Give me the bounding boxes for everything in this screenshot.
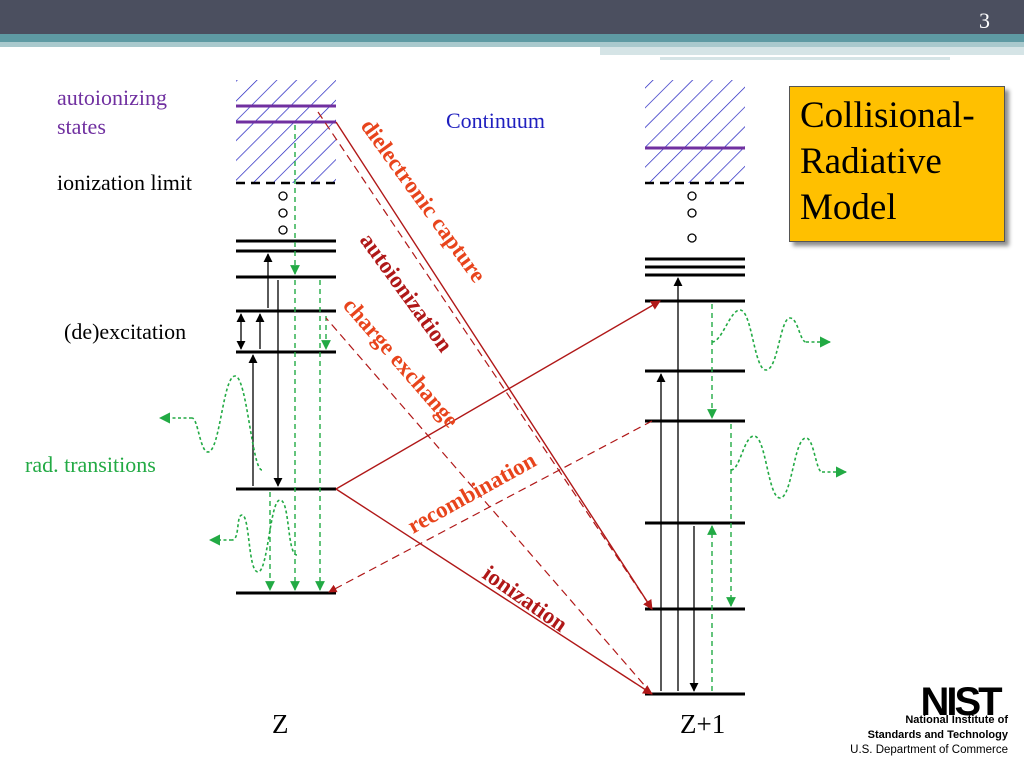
nist-logo: NIST	[920, 680, 1005, 718]
ionization-up-arrow	[335, 300, 661, 490]
label-de-excitation: (de)excitation	[64, 319, 186, 344]
radiative-arrows-z	[265, 125, 331, 591]
photon-wave-z-upper	[191, 375, 263, 471]
label-ionization: ionization	[478, 561, 572, 637]
radiative-arrows-z1	[707, 304, 736, 691]
label-ionization-limit: ionization limit	[57, 170, 192, 195]
excitation-arrows-z1	[656, 277, 699, 692]
nist-line-3: U.S. Department of Commerce	[850, 744, 1008, 756]
photon-wave-z1-upper	[711, 309, 807, 371]
header-bar	[0, 0, 1024, 34]
levels-z1	[645, 257, 745, 696]
photon-wave-z1-lower	[730, 435, 823, 499]
nist-logo-text: NIST	[920, 680, 1002, 718]
label-charge-exchange: charge exchange	[338, 293, 464, 432]
title-line-1: Collisional-	[800, 95, 975, 136]
continuum-hatch-z	[236, 80, 336, 183]
label-z1: Z+1	[680, 709, 725, 739]
rydberg-dots-z1	[687, 191, 697, 243]
continuum-hatch-z1	[645, 80, 745, 183]
excitation-arrows-z	[236, 253, 283, 487]
header-stripe-light	[0, 42, 1024, 47]
rydberg-dots-z	[278, 191, 288, 235]
photon-wave-z-lower	[231, 499, 298, 573]
autoionization-arrow	[335, 121, 653, 610]
title-line-3: Model	[800, 187, 897, 228]
title-box: Collisional- Radiative Model	[789, 86, 1005, 242]
label-states: states	[57, 114, 106, 139]
page-number: 3	[979, 8, 990, 33]
header-stripe-thin	[660, 57, 950, 60]
label-recombination: recombination	[403, 447, 540, 538]
label-rad-transitions: rad. transitions	[25, 452, 156, 477]
nist-line-2: Standards and Technology	[867, 729, 1008, 741]
dielectronic-capture-line	[317, 111, 653, 610]
recombination-arrow	[328, 420, 653, 593]
title-line-2: Radiative	[800, 141, 942, 182]
header-stripe-pale	[600, 47, 1024, 55]
label-continuum: Continuum	[446, 108, 545, 133]
nist-line-1: National Institute of	[905, 714, 1008, 726]
levels-z	[236, 239, 336, 595]
label-z: Z	[272, 709, 289, 739]
ionization-arrow	[335, 488, 653, 695]
header-stripe	[0, 34, 1024, 42]
charge-exchange-line	[325, 317, 653, 695]
label-autoionizing: autoionizing	[57, 85, 167, 110]
